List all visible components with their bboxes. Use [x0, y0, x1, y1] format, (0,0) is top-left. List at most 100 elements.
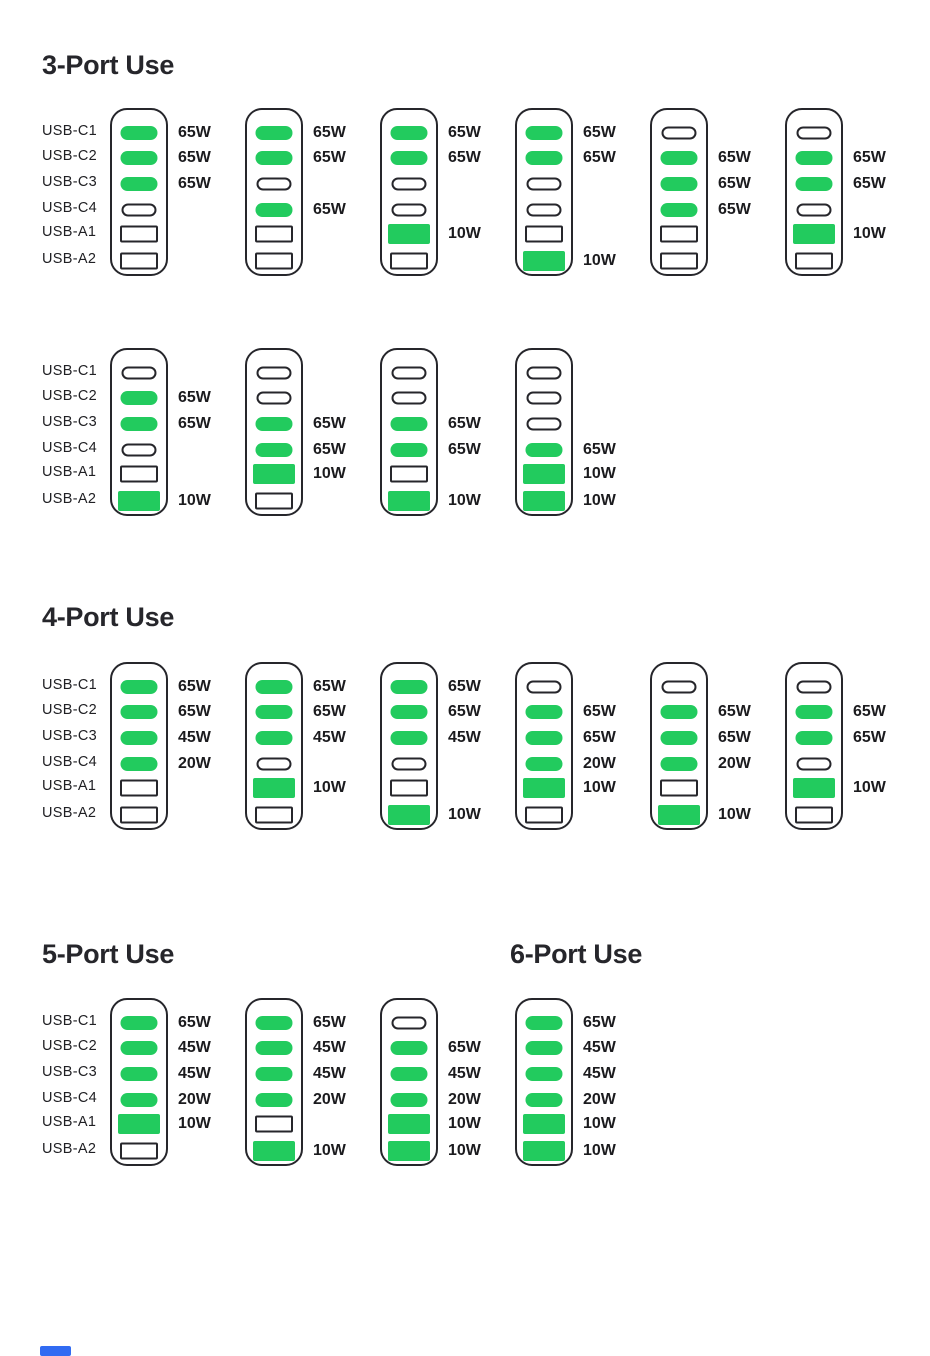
- watt-label: 65W: [853, 729, 886, 746]
- usb-a2-port-active: [388, 1141, 430, 1161]
- usb-c1-port-active: [390, 126, 428, 140]
- usb-c2-port-active: [525, 151, 563, 165]
- usb-c1-port-inactive: [661, 126, 697, 140]
- watt-label: 10W: [583, 465, 616, 482]
- usb-c4-port-inactive: [526, 203, 562, 217]
- usb-a1-port-inactive: [390, 465, 428, 483]
- usb-a2-port-active: [523, 1141, 565, 1161]
- watt-label: 65W: [853, 703, 886, 720]
- usb-c3-port-active: [255, 417, 293, 431]
- section-title-6-port: 6-Port Use: [510, 939, 643, 969]
- watt-label: 65W: [178, 389, 211, 406]
- usb-c2-port-inactive: [391, 391, 427, 405]
- usb-c3-port-inactive: [256, 177, 292, 191]
- watt-label: 65W: [583, 124, 616, 141]
- usb-c2-port-active: [120, 705, 158, 719]
- usb-a1-port-active: [253, 778, 295, 798]
- usb-a1-port-active: [523, 778, 565, 798]
- watt-label: 10W: [448, 492, 481, 509]
- port-label-usb-c2: USB-C2: [42, 1038, 97, 1054]
- watt-label: 10W: [448, 806, 481, 823]
- usb-c1-port-inactive: [391, 1016, 427, 1030]
- port-label-usb-c1: USB-C1: [42, 363, 97, 379]
- watt-label: 10W: [718, 806, 751, 823]
- usb-a1-port-inactive: [120, 465, 158, 483]
- port-label-usb-c2: USB-C2: [42, 702, 97, 718]
- usb-c4-port-inactive: [796, 203, 832, 217]
- usb-c2-port-active: [525, 1041, 563, 1055]
- watt-label: 65W: [448, 441, 481, 458]
- port-label-usb-a1: USB-A1: [42, 1114, 97, 1130]
- watt-label: 65W: [313, 124, 346, 141]
- watt-label: 65W: [178, 124, 211, 141]
- port-label-usb-a1: USB-A1: [42, 464, 97, 480]
- watt-label: 45W: [313, 1039, 346, 1056]
- watt-label: 65W: [313, 201, 346, 218]
- usb-c1-port-active: [255, 1016, 293, 1030]
- usb-a2-port-inactive: [120, 252, 158, 270]
- usb-c1-port-active: [120, 680, 158, 694]
- watt-label: 65W: [583, 703, 616, 720]
- usb-c1-port-inactive: [526, 680, 562, 694]
- usb-c3-port-active: [120, 417, 158, 431]
- section-title-3-port: 3-Port Use: [42, 50, 175, 80]
- port-label-usb-c3: USB-C3: [42, 728, 97, 744]
- usb-c4-port-inactive: [121, 443, 157, 457]
- watt-label: 65W: [583, 1014, 616, 1031]
- watt-label: 10W: [583, 1115, 616, 1132]
- usb-a2-port-active: [523, 491, 565, 511]
- usb-c4-port-active: [525, 443, 563, 457]
- usb-c1-port-inactive: [796, 126, 832, 140]
- watt-label: 65W: [718, 729, 751, 746]
- watt-label: 10W: [448, 225, 481, 242]
- watt-label: 10W: [448, 1115, 481, 1132]
- watt-label: 20W: [178, 755, 211, 772]
- watt-label: 20W: [178, 1091, 211, 1108]
- watt-label: 45W: [178, 1065, 211, 1082]
- usb-c2-port-active: [525, 705, 563, 719]
- usb-c4-port-active: [120, 757, 158, 771]
- port-label-usb-a2: USB-A2: [42, 1141, 97, 1157]
- usb-a1-port-active: [388, 224, 430, 244]
- watt-label: 45W: [313, 729, 346, 746]
- watt-label: 65W: [583, 149, 616, 166]
- usb-a1-port-inactive: [660, 779, 698, 797]
- usb-c4-port-active: [390, 443, 428, 457]
- watt-label: 65W: [448, 678, 481, 695]
- usb-c3-port-active: [795, 177, 833, 191]
- watt-label: 65W: [313, 441, 346, 458]
- watt-label: 10W: [853, 225, 886, 242]
- usb-a1-port-inactive: [255, 1115, 293, 1133]
- usb-c1-port-inactive: [796, 680, 832, 694]
- usb-c1-port-active: [120, 1016, 158, 1030]
- usb-c2-port-active: [390, 151, 428, 165]
- watt-label: 65W: [313, 415, 346, 432]
- usb-a2-port-active: [658, 805, 700, 825]
- usb-a1-port-active: [388, 1114, 430, 1134]
- usb-c2-port-inactive: [256, 391, 292, 405]
- usb-c4-port-inactive: [796, 757, 832, 771]
- usb-c3-port-active: [660, 177, 698, 191]
- watt-label: 10W: [313, 779, 346, 796]
- usb-c1-port-inactive: [661, 680, 697, 694]
- watt-label: 20W: [583, 755, 616, 772]
- watt-label: 20W: [583, 1091, 616, 1108]
- usb-a2-port-inactive: [255, 252, 293, 270]
- watt-label: 65W: [448, 415, 481, 432]
- usb-c3-port-inactive: [526, 177, 562, 191]
- charger-outline: 65W 65W 10W: [380, 348, 481, 516]
- usb-c3-port-active: [390, 417, 428, 431]
- watt-label: 65W: [313, 678, 346, 695]
- watt-label: 65W: [178, 678, 211, 695]
- usb-a1-port-inactive: [120, 779, 158, 797]
- watt-label: 65W: [853, 149, 886, 166]
- section-title-5-port: 5-Port Use: [42, 939, 175, 969]
